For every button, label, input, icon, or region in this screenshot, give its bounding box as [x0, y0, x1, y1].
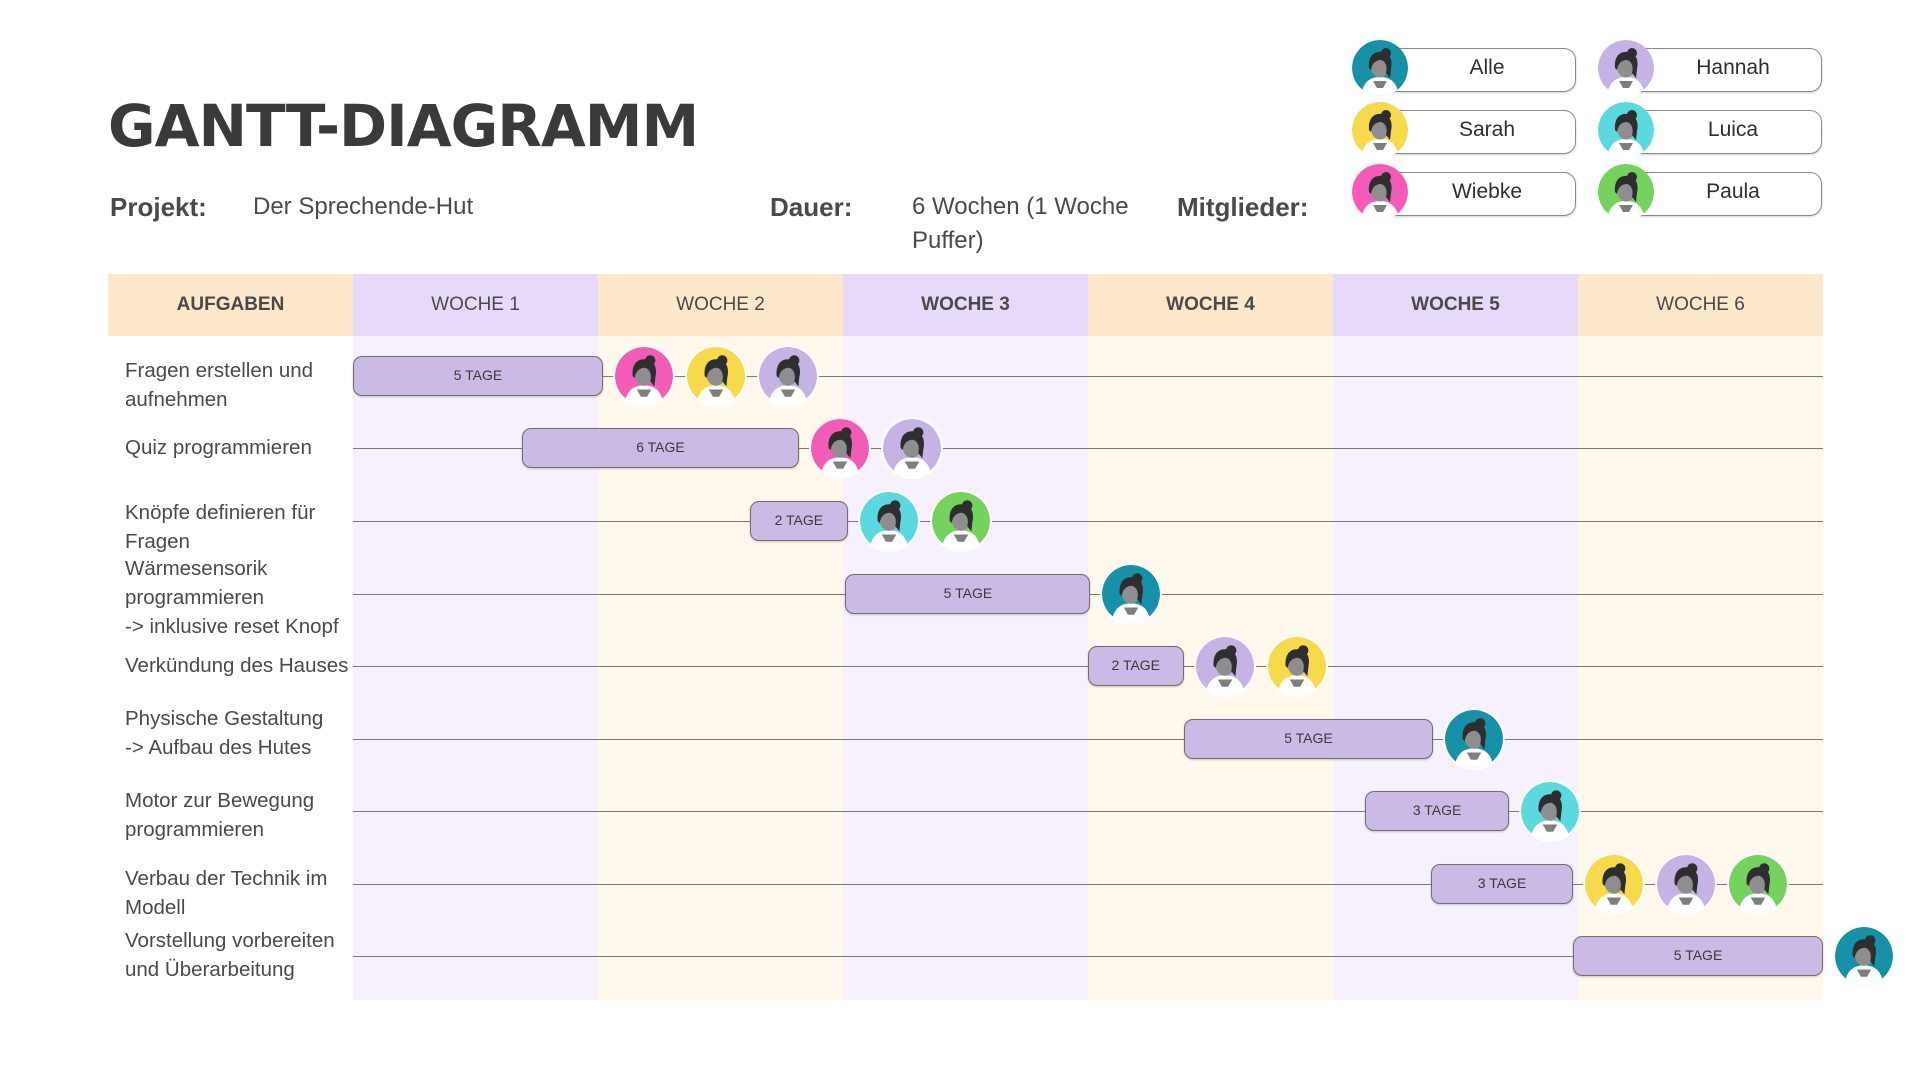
- avatar-assignee-alle-icon: [1835, 927, 1893, 985]
- avatar-assignee-alle-icon: [1445, 710, 1504, 768]
- member-chip-sarah[interactable]: Sarah: [1352, 102, 1578, 158]
- member-name: Luica: [1707, 118, 1759, 141]
- avatar-assignee-sarah-icon: [1585, 855, 1644, 913]
- task-bar[interactable]: 2 TAGE: [749, 501, 848, 541]
- task-bar[interactable]: 5 TAGE: [1183, 719, 1434, 759]
- avatar-assignee-hannah-icon: [758, 347, 817, 405]
- row-line: [353, 956, 1823, 957]
- column-header-tasks: AUFGABEN: [108, 274, 353, 336]
- task-label: Vorstellung vorbereiten und Überarbeitun…: [125, 929, 335, 981]
- row-line: [353, 376, 1823, 377]
- avatar-assignee-hannah-icon: [882, 419, 941, 477]
- row-line: [353, 811, 1823, 812]
- column-header-week-5: WOCHE 5: [1333, 274, 1578, 336]
- avatar-assignee-alle-icon: [1102, 565, 1161, 623]
- column-header-week-1: WOCHE 1: [353, 274, 598, 336]
- task-label: Fragen erstellen und aufnehmen: [125, 359, 314, 411]
- member-name: Sarah: [1458, 118, 1516, 141]
- column-background: [843, 274, 1088, 1000]
- column-header-week-4: WOCHE 4: [1088, 274, 1333, 336]
- avatar-assignee-sarah-icon: [1267, 637, 1326, 695]
- page-title: GANTT-DIAGRAMM: [108, 92, 699, 160]
- task-bar[interactable]: 5 TAGE: [845, 574, 1091, 614]
- avatar-assignee-luica-icon: [859, 492, 918, 550]
- member-name: Hannah: [1696, 56, 1770, 79]
- member-chip-alle[interactable]: Alle: [1352, 40, 1578, 96]
- column-background: [1578, 274, 1823, 1000]
- column-background: [108, 274, 353, 1000]
- avatar-paula-icon: [1598, 164, 1654, 220]
- member-name: Wiebke: [1451, 180, 1523, 203]
- task-label: Verbau der Technik im Modell: [125, 867, 328, 919]
- member-pill: [1384, 110, 1576, 154]
- column-header-week-2: WOCHE 2: [598, 274, 843, 336]
- avatar-hannah-icon: [1598, 40, 1654, 96]
- task-bar[interactable]: 5 TAGE: [1573, 936, 1823, 976]
- member-pill: [1384, 172, 1576, 216]
- task-label: Wärmesensorik programmieren -> inklusive…: [125, 557, 339, 638]
- task-bar[interactable]: 5 TAGE: [353, 356, 603, 396]
- duration-label: Dauer:: [770, 192, 853, 222]
- row-line: [353, 521, 1823, 522]
- row-line: [353, 884, 1823, 885]
- project-label: Projekt:: [110, 192, 207, 222]
- avatar-wiebke-icon: [1352, 164, 1408, 220]
- task-label: Knöpfe definieren für Fragen: [125, 501, 316, 553]
- avatar-sarah-icon: [1352, 102, 1408, 158]
- avatar-assignee-sarah-icon: [686, 347, 745, 405]
- task-bar[interactable]: 2 TAGE: [1088, 646, 1184, 686]
- member-chip-hannah[interactable]: Hannah: [1598, 40, 1824, 96]
- task-label: Quiz programmieren: [125, 436, 312, 459]
- column-header-week-6: WOCHE 6: [1578, 274, 1823, 336]
- avatar-assignee-paula-icon: [931, 492, 990, 550]
- task-bar[interactable]: 6 TAGE: [522, 428, 799, 468]
- member-chip-wiebke[interactable]: Wiebke: [1352, 164, 1578, 220]
- column-background: [598, 274, 843, 1000]
- member-name: Paula: [1706, 180, 1760, 203]
- avatar-assignee-wiebke-icon: [810, 419, 869, 477]
- members-label: Mitglieder:: [1177, 192, 1309, 222]
- duration-value: 6 Wochen (1 Woche Puffer): [912, 193, 1129, 254]
- task-bar[interactable]: 3 TAGE: [1364, 791, 1510, 831]
- member-chip-paula[interactable]: Paula: [1598, 164, 1824, 220]
- column-background: [353, 274, 598, 1000]
- row-line: [353, 739, 1823, 740]
- task-label: Motor zur Bewegung programmieren: [125, 789, 315, 841]
- member-chip-luica[interactable]: Luica: [1598, 102, 1824, 158]
- avatar-assignee-paula-icon: [1729, 855, 1788, 913]
- column-background: [1088, 274, 1333, 1000]
- avatar-assignee-hannah-icon: [1195, 637, 1254, 695]
- member-pill: [1630, 172, 1822, 216]
- row-line: [353, 448, 1823, 449]
- task-bar[interactable]: 3 TAGE: [1431, 864, 1574, 904]
- avatar-assignee-luica-icon: [1521, 782, 1580, 840]
- avatar-alle-icon: [1352, 40, 1408, 96]
- column-header-week-3: WOCHE 3: [843, 274, 1088, 336]
- avatar-assignee-hannah-icon: [1657, 855, 1716, 913]
- member-pill: [1384, 48, 1576, 92]
- task-label: Verkündung des Hauses: [125, 654, 349, 677]
- member-name: Alle: [1469, 56, 1505, 79]
- task-label: Physische Gestaltung -> Aufbau des Hutes: [125, 707, 324, 759]
- project-value: Der Sprechende-Hut: [253, 193, 474, 220]
- avatar-luica-icon: [1598, 102, 1654, 158]
- row-line: [353, 594, 1823, 595]
- row-line: [353, 666, 1823, 667]
- column-background: [1333, 274, 1578, 1000]
- member-pill: [1630, 48, 1822, 92]
- avatar-assignee-wiebke-icon: [614, 347, 673, 405]
- member-pill: [1630, 110, 1822, 154]
